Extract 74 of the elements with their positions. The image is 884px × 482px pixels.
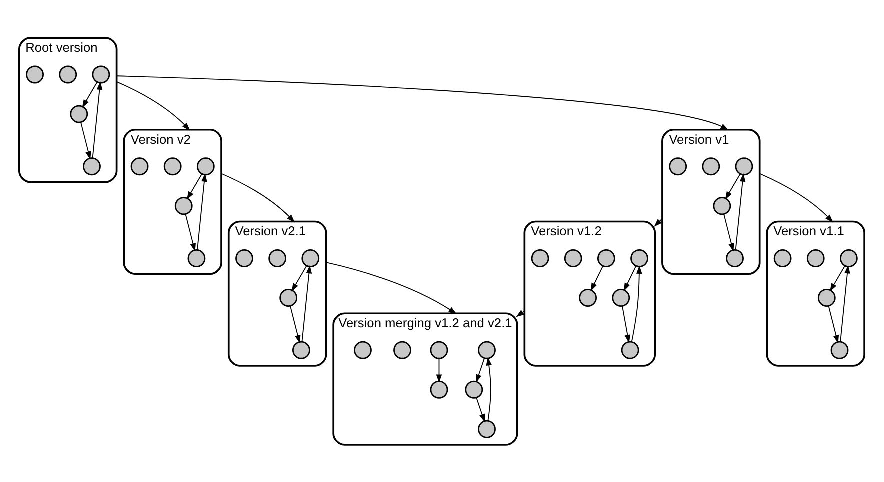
arrow	[486, 356, 492, 421]
arrow	[302, 264, 312, 342]
node-circle	[726, 249, 744, 267]
node-circle	[26, 65, 44, 84]
arrow	[197, 173, 208, 250]
arrow	[92, 81, 103, 158]
cluster: Root version	[18, 36, 118, 183]
arrow	[724, 214, 734, 252]
node-circle	[478, 340, 496, 359]
node-circle	[713, 196, 732, 215]
arrow	[290, 305, 301, 344]
node-circle	[830, 340, 849, 359]
node-circle	[174, 196, 193, 215]
arrow	[436, 358, 442, 382]
node-circle	[196, 157, 215, 176]
arrow	[116, 80, 190, 130]
cluster: Version v1.1	[766, 220, 866, 366]
node-circle	[59, 65, 78, 84]
arrow	[80, 122, 92, 160]
node-circle	[478, 420, 496, 438]
arrow	[116, 75, 729, 130]
arrow	[590, 265, 604, 291]
arrow	[631, 265, 642, 342]
node-circle	[302, 249, 320, 267]
node-circle	[92, 65, 110, 84]
node-circle	[735, 157, 754, 176]
arrow	[82, 81, 98, 108]
node-circle	[164, 157, 182, 176]
arrow	[476, 397, 486, 422]
node-circle	[630, 249, 648, 267]
node-circle	[188, 249, 206, 267]
arrow	[622, 305, 631, 343]
node-circle	[774, 249, 792, 267]
arrow	[624, 265, 637, 291]
node-circle	[354, 340, 372, 359]
arrow	[840, 264, 850, 342]
node-circle	[394, 340, 412, 359]
node-circle	[70, 104, 88, 123]
cluster: Version merging v1.2 and v2.1	[332, 312, 518, 446]
node-circle	[702, 157, 720, 176]
node-circle	[621, 340, 640, 359]
node-circle	[292, 340, 310, 359]
node-circle	[806, 249, 825, 267]
arrow	[185, 214, 196, 252]
arrow	[221, 172, 296, 222]
node-circle	[531, 249, 550, 267]
node-circle	[669, 157, 688, 176]
arrow	[186, 173, 203, 200]
arrow	[476, 358, 485, 383]
arrow	[725, 173, 741, 200]
arrow	[292, 265, 308, 292]
node-circle	[465, 380, 484, 398]
node-circle	[430, 380, 448, 398]
node-circle	[280, 288, 298, 306]
node-circle	[564, 249, 582, 267]
node-circle	[83, 157, 101, 176]
arrow	[326, 262, 457, 314]
node-circle	[840, 249, 858, 267]
arrow	[828, 305, 840, 344]
arrow	[830, 265, 846, 292]
cluster: Version v1.2	[524, 220, 656, 366]
node-circle	[430, 340, 448, 359]
node-circle	[579, 288, 598, 306]
node-circle	[268, 249, 287, 267]
arrow	[759, 172, 834, 222]
node-circle	[236, 249, 254, 267]
node-circle	[818, 288, 836, 306]
arrow	[735, 173, 746, 250]
cluster: Version v1	[662, 128, 761, 275]
node-circle	[612, 288, 630, 306]
node-circle	[130, 157, 149, 176]
node-circle	[597, 249, 616, 267]
cluster: Version v2	[123, 128, 222, 275]
cluster: Version v2.1	[228, 220, 328, 366]
